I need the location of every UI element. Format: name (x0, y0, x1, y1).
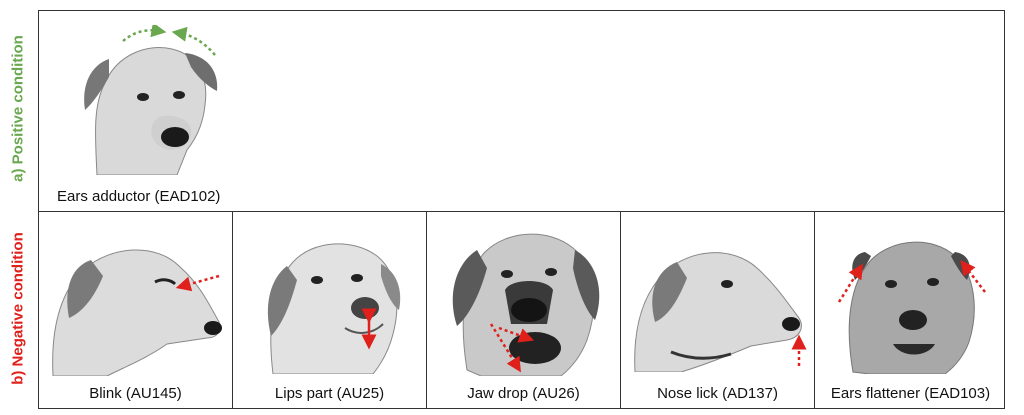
panel-jaw-drop: Jaw drop (AU26) (427, 212, 621, 408)
caption-blink: Blink (AU145) (89, 385, 182, 402)
caption-nose-lick: Nose lick (AD137) (657, 385, 778, 402)
dog-head-jaw-drop-icon (452, 233, 600, 376)
dog-head-ears-adductor-icon (84, 25, 218, 175)
dog-head-nose-lick-icon (634, 252, 807, 372)
dog-head-lips-part-icon (267, 243, 401, 374)
caption-jaw-drop: Jaw drop (AU26) (467, 385, 580, 402)
dog-head-ears-flattener-icon (837, 241, 986, 374)
negative-condition-label: b) Negative condition (9, 232, 27, 385)
panel-ears-flattener: Ears flattener (EAD103) (815, 212, 1006, 408)
positive-condition-label: a) Positive condition (9, 35, 27, 182)
panel-blink: Blink (AU145) (39, 212, 233, 408)
negative-panel-row: Blink (AU145) Lips part (AU25) (38, 211, 1005, 409)
panel-nose-lick: Nose lick (AD137) (621, 212, 815, 408)
caption-ears-flattener: Ears flattener (EAD103) (830, 385, 991, 402)
panel-lips-part: Lips part (AU25) (233, 212, 427, 408)
caption-lips-part: Lips part (AU25) (274, 385, 385, 402)
positive-panel: Ears adductor (EAD102) (38, 10, 1005, 212)
dog-head-blink-icon (52, 249, 222, 376)
caption-ears-adductor: Ears adductor (EAD102) (57, 188, 221, 205)
